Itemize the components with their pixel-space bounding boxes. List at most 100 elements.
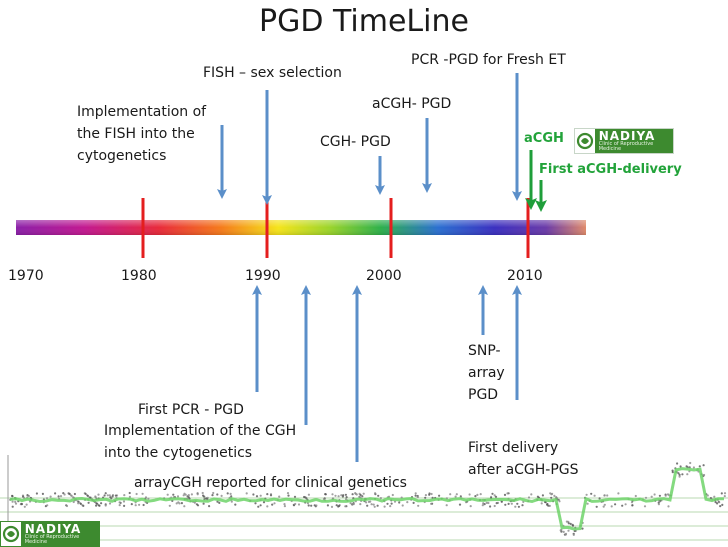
array-probe-point [287,494,290,497]
array-probe-point [77,502,80,505]
label-cgh-cytogenetics: Implementation of the CGH into the cytog… [104,423,301,461]
array-probe-point [14,500,17,503]
array-probe-point [414,492,417,495]
array-probe-point [469,505,472,508]
array-probe-point [166,493,169,496]
array-probe-point [203,495,206,498]
array-probe-point [230,500,233,503]
array-probe-point [370,503,373,506]
array-probe-point [229,492,232,495]
array-probe-point [118,504,121,507]
array-probe-point [190,493,193,496]
array-probe-point [306,502,309,505]
array-probe-point [709,497,713,500]
array-probe-point [677,472,680,475]
array-probe-point [255,495,259,498]
nadiya-logo-name: NADIYA [24,522,82,536]
array-probe-point [262,501,266,504]
array-probe-point [355,493,358,496]
array-probe-point [128,495,131,498]
array-probe-point [606,494,609,497]
array-probe-point [500,500,503,503]
year-label-1970: 1970 [8,268,44,284]
array-probe-point [510,502,513,505]
array-probe-point [541,494,545,497]
array-probe-point [564,533,567,536]
array-probe-point [386,502,389,505]
array-probe-point [175,502,178,505]
array-probe-point [344,493,347,496]
array-probe-point [374,492,377,495]
array-probe-point [372,503,375,506]
array-probe-point [259,504,262,507]
array-probe-point [96,502,99,505]
array-probe-point [183,505,186,508]
array-probe-point [377,494,380,497]
array-probe-point [653,493,656,496]
array-probe-point [567,529,570,532]
array-probe-point [365,501,368,504]
array-probe-point [667,505,670,508]
array-probe-point [714,501,717,504]
array-probe-point [702,464,705,467]
array-probe-point [11,495,14,498]
array-probe-point [721,503,724,506]
array-probe-point [567,522,570,525]
label-first-acgh-delivery: First aCGH-delivery [539,162,682,177]
array-probe-point [366,504,369,507]
array-probe-point [130,503,133,506]
array-probe-point [572,533,575,537]
array-probe-point [142,503,145,507]
array-probe-point [20,503,23,506]
array-probe-point [176,495,180,498]
array-probe-point [108,494,111,497]
array-probe-point [703,473,706,477]
timeline-band-shade [16,220,586,235]
array-probe-point [723,492,727,495]
array-probe-point [73,492,76,496]
array-probe-point [585,493,588,496]
array-probe-point [664,494,667,497]
array-probe-point [514,505,517,508]
array-probe-point [553,494,556,497]
array-probe-point [706,494,709,497]
array-probe-point [57,495,60,498]
array-probe-point [358,496,361,499]
array-probe-point [141,492,144,495]
array-probe-point [266,505,269,508]
array-probe-point [26,494,29,497]
array-probe-point [479,493,482,496]
array-probe-point [493,494,496,497]
array-probe-point [593,494,596,497]
array-probe-point [602,505,605,508]
array-probe-point [417,504,420,507]
array-probe-point [657,503,661,506]
array-probe-point [430,502,433,505]
array-probe-point [269,494,273,497]
page-title: PGD TimeLine [259,4,469,39]
array-probe-point [455,493,458,496]
array-probe-point [23,505,26,508]
array-probe-point [70,494,73,497]
array-probe-point [359,503,362,506]
label-acgh-pgd: aCGH- PGD [372,96,451,112]
array-probe-point [468,493,471,496]
array-probe-point [14,502,18,505]
year-label-1980: 1980 [121,268,157,284]
nadiya-swirl-icon [575,129,595,153]
label-first-delivery: First delivery after aCGH-PGS [468,440,579,478]
array-probe-point [631,504,634,507]
array-probe-point [723,495,726,498]
array-probe-point [331,493,334,496]
array-probe-point [114,494,117,497]
array-probe-point [49,495,52,498]
array-probe-point [128,491,131,495]
array-probe-point [97,493,100,496]
array-probe-point [483,503,486,506]
label-acgh: aCGH [524,131,564,146]
label-pcr-fresh: PCR -PGD for Fresh ET [411,52,566,68]
array-probe-point [202,502,205,505]
array-probe-point [104,504,107,507]
array-probe-point [416,496,419,499]
array-probe-point [359,493,362,497]
